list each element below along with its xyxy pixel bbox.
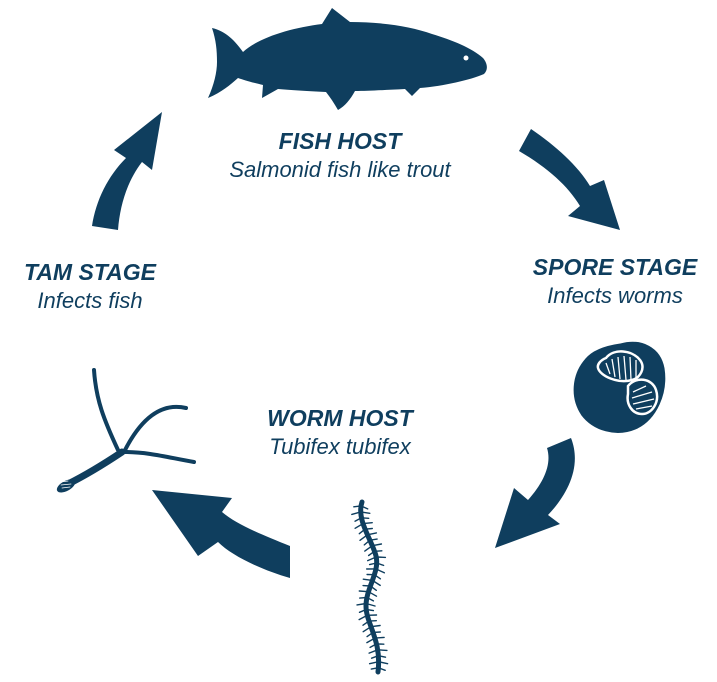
worm-bristle: [378, 650, 387, 651]
worm-icon: [352, 502, 388, 672]
worm-bristle: [359, 591, 368, 592]
worm-host-label: WORM HOST Tubifex tubifex: [200, 404, 480, 460]
worm-host-subtitle: Tubifex tubifex: [200, 433, 480, 461]
worm-bristle: [363, 523, 372, 524]
arrow-tam-to-fish: [92, 112, 162, 230]
arrow-fish-to-spore: [519, 129, 620, 230]
tam-stage-subtitle: Infects fish: [0, 287, 190, 315]
worm-bristle: [354, 506, 361, 507]
worm-bristle: [365, 529, 372, 530]
tam-stage-label: TAM STAGE Infects fish: [0, 258, 190, 314]
spore-stage-subtitle: Infects worms: [480, 282, 717, 310]
worm-bristle: [375, 637, 384, 638]
tam-stage-title: TAM STAGE: [0, 258, 190, 287]
arrow-worm-to-tam: [152, 490, 290, 578]
triactinomyxon-icon: [55, 370, 194, 495]
fish-host-title: FISH HOST: [160, 127, 520, 156]
worm-bristle: [360, 598, 367, 599]
trout-icon: [208, 8, 487, 110]
spore-stage-title: SPORE STAGE: [480, 253, 717, 282]
worm-bristle: [375, 551, 382, 552]
fish-host-subtitle: Salmonid fish like trout: [160, 156, 520, 184]
arrow-spore-to-worm: [495, 438, 575, 548]
spore-stage-label: SPORE STAGE Infects worms: [480, 253, 717, 309]
worm-bristle: [362, 518, 369, 519]
worm-host-title: WORM HOST: [200, 404, 480, 433]
spore-icon: [572, 340, 667, 434]
fish-host-label: FISH HOST Salmonid fish like trout: [160, 127, 520, 183]
